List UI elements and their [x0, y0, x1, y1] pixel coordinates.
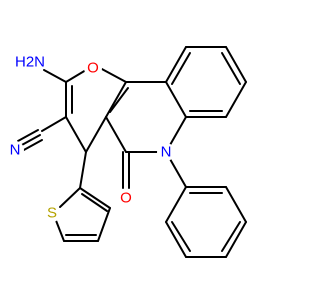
bond — [165, 81, 187, 118]
bond — [79, 151, 87, 189]
bond — [65, 69, 87, 83]
bond — [225, 46, 247, 83]
bond — [43, 69, 67, 83]
bond — [81, 193, 108, 212]
bond — [165, 46, 187, 83]
bonds — [17, 46, 247, 258]
bond — [171, 52, 191, 85]
bond — [41, 116, 67, 132]
bond — [225, 221, 247, 258]
lactam-nitrogen-label: N — [161, 144, 172, 161]
atom-labels: H2N O N N O S — [6, 49, 175, 222]
bond — [109, 87, 129, 113]
bond — [97, 207, 111, 242]
bond — [221, 52, 241, 85]
bond — [21, 139, 43, 152]
structure-diagram: H2N O N N O S — [6, 46, 247, 258]
bond — [171, 221, 191, 252]
bond — [225, 81, 247, 118]
bond — [79, 187, 111, 209]
nitrile-nitrogen-label: N — [10, 142, 21, 159]
bond — [105, 116, 127, 153]
bond — [65, 116, 87, 153]
bond — [17, 129, 39, 142]
pyran-oxygen-label: O — [87, 60, 99, 77]
bond — [165, 221, 187, 258]
carbonyl-oxygen-label: O — [120, 190, 132, 207]
thiophene-sulfur-label: S — [47, 205, 57, 222]
bond — [165, 186, 187, 223]
amine-label: H2N — [15, 54, 45, 71]
bond — [85, 116, 107, 153]
bond — [59, 187, 81, 208]
bond — [221, 221, 241, 252]
bond — [99, 67, 127, 83]
bond — [19, 134, 41, 147]
bond — [54, 217, 65, 242]
bond — [105, 81, 127, 118]
molecule-drawing: H2N O N N O S — [6, 46, 247, 258]
bond — [225, 186, 247, 223]
